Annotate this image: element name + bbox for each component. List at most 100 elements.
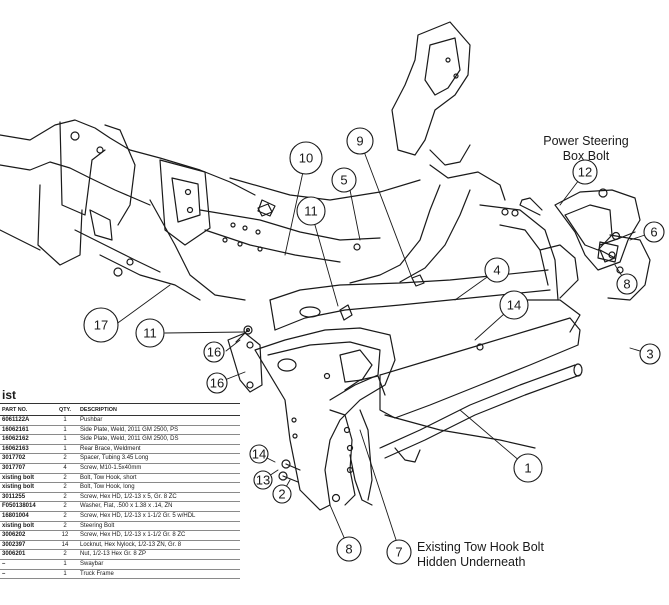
part-number-cell: xisting bolt: [0, 473, 52, 484]
callout-17: 17: [83, 307, 119, 343]
quantity-cell: 1: [52, 569, 78, 580]
callout-4: 4: [484, 257, 510, 283]
part-number-cell: 3002397: [0, 540, 52, 551]
description-cell: Spacer, Tubing 3.45 Long: [78, 453, 240, 464]
part-number-cell: F050138014: [0, 501, 52, 512]
description-cell: Screw, M10-1.5x40mm: [78, 463, 240, 474]
description-cell: Truck Frame: [78, 569, 240, 580]
callout-label: 7: [395, 545, 402, 560]
callout-16: 16: [206, 372, 228, 394]
callout-5: 5: [331, 167, 357, 193]
hardware-drawing: [235, 197, 636, 503]
callout-14-left: 14: [249, 444, 269, 464]
pushbar-drawing: [269, 244, 583, 506]
parts-list-heading: ist: [2, 388, 17, 402]
part-number-cell: 3017707: [0, 463, 52, 474]
col-part-no: PART NO.: [0, 403, 52, 416]
tow-hook-line-1: Existing Tow Hook Bolt: [417, 540, 544, 554]
callout-label: 9: [356, 134, 363, 149]
callout-6: 6: [643, 221, 665, 243]
callout-label: 16: [210, 376, 224, 391]
callout-label: 10: [299, 151, 313, 166]
part-number-cell: 3011255: [0, 492, 52, 503]
part-number-cell: 6061122A: [0, 415, 52, 426]
callout-11-lower: 11: [135, 318, 165, 348]
part-number-cell: 16062162: [0, 434, 52, 445]
callout-label: 13: [256, 473, 270, 488]
description-cell: Locknut, Hex Nylock, 1/2-13 ZN, Gr. 8: [78, 540, 240, 551]
part-number-cell: 16062161: [0, 425, 52, 436]
description-cell: Bolt, Tow Hook, long: [78, 482, 240, 493]
description-cell: Washer, Flat, .500 x 1.38 x .14, ZN: [78, 501, 240, 512]
callout-7: 7: [386, 539, 412, 565]
quantity-cell: 2: [52, 492, 78, 503]
callout-label: 17: [94, 318, 108, 333]
callout-14-right: 14: [499, 290, 529, 320]
part-number-cell: 3006202: [0, 530, 52, 541]
description-cell: Side Plate, Weld, 2011 GM 2500, PS: [78, 425, 240, 436]
quantity-cell: 14: [52, 540, 78, 551]
callout-13: 13: [253, 470, 273, 490]
col-qty: QTY.: [52, 403, 78, 416]
part-number-cell: 3017702: [0, 453, 52, 464]
quantity-cell: 2: [52, 453, 78, 464]
description-cell: Nut, 1/2-13 Hex Gr. 8 ZP: [78, 549, 240, 560]
quantity-cell: 2: [52, 473, 78, 484]
tow-hook-line-2: Hidden Underneath: [417, 555, 526, 569]
tow-hook-note: Existing Tow Hook Bolt Hidden Underneath: [417, 540, 577, 570]
callout-label: 6: [650, 225, 657, 240]
callout-9: 9: [346, 127, 374, 155]
truck-frame-drawing: [0, 119, 421, 301]
callout-1: 1: [513, 453, 543, 483]
quantity-cell: 2: [52, 501, 78, 512]
description-cell: Swaybar: [78, 559, 240, 570]
description-cell: Screw, Hex HD, 1/2-13 x 1-1/2 Gr. 5 w/HD…: [78, 511, 240, 522]
callout-3: 3: [639, 343, 661, 365]
quantity-cell: 1: [52, 425, 78, 436]
part-number-cell: 16062163: [0, 444, 52, 455]
description-cell: Bolt, Tow Hook, short: [78, 473, 240, 484]
callout-label: 16: [207, 345, 221, 360]
quantity-cell: 1: [52, 434, 78, 445]
callout-label: 1: [524, 461, 531, 476]
quantity-cell: 1: [52, 444, 78, 455]
quantity-cell: 12: [52, 530, 78, 541]
col-description: DESCRIPTION: [78, 403, 240, 416]
part-number-cell: –: [0, 569, 52, 580]
rear-brace-drawing: [349, 21, 559, 301]
side-plate-ds-drawing: [227, 327, 396, 511]
description-cell: Steering Bolt: [78, 521, 240, 532]
part-number-cell: 3006201: [0, 549, 52, 560]
callout-label: 11: [143, 326, 157, 341]
callout-label: 12: [578, 165, 592, 180]
description-cell: Side Plate, Weld, 2011 GM 2500, DS: [78, 434, 240, 445]
quantity-cell: 1: [52, 415, 78, 426]
callout-2: 2: [272, 484, 292, 504]
description-cell: Pushbar: [78, 415, 240, 426]
callout-label: 14: [252, 447, 266, 462]
callout-label: 14: [507, 298, 521, 313]
callout-15: 16: [203, 341, 225, 363]
part-number-cell: xisting bolt: [0, 521, 52, 532]
callout-label: 11: [304, 204, 318, 219]
quantity-cell: 1: [52, 559, 78, 570]
callout-label: 2: [278, 487, 285, 502]
callout-8-lower: 8: [336, 536, 362, 562]
quantity-cell: 4: [52, 463, 78, 474]
description-cell: Rear Brace, Weldment: [78, 444, 240, 455]
callout-label: 5: [340, 173, 347, 188]
part-number-cell: –: [0, 559, 52, 570]
